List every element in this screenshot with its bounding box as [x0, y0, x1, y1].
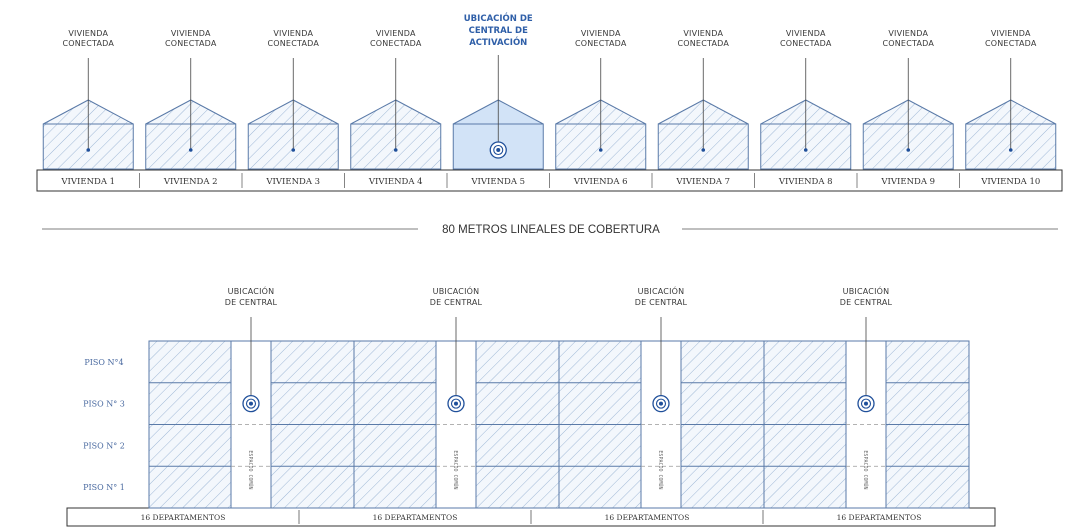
house-name: VIVIENDA 8: [778, 177, 833, 187]
coverage-label: 80 METROS LINEALES DE COBERTURA: [442, 224, 660, 236]
central-dot: [864, 401, 868, 406]
central-label-line2: DE CENTRAL: [840, 298, 893, 307]
house-name: VIVIENDA 6: [573, 177, 628, 187]
departments-label: 16 DEPARTAMENTOS: [373, 513, 458, 522]
house-name: VIVIENDA 7: [675, 177, 730, 187]
departments-label: 16 DEPARTAMENTOS: [837, 513, 922, 522]
building-block-1: UBICACIÓN DE CENTRAL ESPACIO COMÚN 16 DEPAR…: [141, 285, 355, 522]
central-dot: [496, 148, 501, 152]
building-section: UBICACIÓN DE CENTRAL ESPACIO COMÚN 16 DEPAR…: [66, 285, 996, 527]
house-label-line2: CONECTADA: [165, 39, 217, 48]
house-label-line2: CONECTADA: [575, 39, 627, 48]
floor-label-4: PISO N°4: [84, 358, 123, 367]
central-dot: [454, 401, 458, 406]
floor-label-1: PISO N° 1: [83, 483, 125, 492]
house-label-line2: CONECTADA: [370, 39, 422, 48]
central-label-line2: DE CENTRAL: [430, 298, 483, 307]
coverage-measure: 80 METROS LINEALES DE COBERTURA: [42, 224, 1058, 236]
building-block-2: UBICACIÓN DE CENTRAL ESPACIO COMÚN 16 DEPAR…: [353, 285, 560, 522]
house-label-line1: VIVIENDA: [273, 29, 313, 38]
central-label-line3: ACTIVACIÓN: [469, 36, 527, 48]
house-label-line2: CONECTADA: [62, 39, 114, 48]
house-label-line1: VIVIENDA: [68, 29, 108, 38]
house-label-line2: CONECTADA: [882, 39, 934, 48]
departments-label: 16 DEPARTAMENTOS: [141, 513, 226, 522]
central-label-line1: UBICACIÓN: [843, 285, 890, 296]
connection-dot: [291, 148, 296, 152]
central-ring-inner: [860, 398, 872, 409]
house-label-line2: CONECTADA: [677, 39, 729, 48]
corridor-label: ESPACIO COMÚN: [247, 450, 254, 489]
house-label-line2: CONECTADA: [985, 39, 1037, 48]
building-block-4: UBICACIÓN DE CENTRAL ESPACIO COMÚN 16 DEPAR…: [763, 285, 970, 522]
connection-dot: [1008, 148, 1013, 152]
connection-dot: [598, 148, 603, 152]
house-label-line1: VIVIENDA: [786, 29, 826, 38]
corridor-label: ESPACIO COMÚN: [862, 450, 869, 489]
house-label-line1: VIVIENDA: [888, 29, 928, 38]
house-label-line1: VIVIENDA: [171, 29, 211, 38]
central-label-line2: DE CENTRAL: [225, 298, 278, 307]
house-name: VIVIENDA 3: [265, 177, 320, 187]
house-label-line1: VIVIENDA: [683, 29, 723, 38]
connection-dot: [393, 148, 398, 152]
connection-dot: [86, 148, 91, 152]
house-label-line2: CONECTADA: [780, 39, 832, 48]
corridor-label: ESPACIO COMÚN: [452, 450, 459, 489]
departments-label: 16 DEPARTAMENTOS: [605, 513, 690, 522]
house-name: VIVIENDA 2: [163, 177, 218, 187]
central-label-line2: CENTRAL DE: [469, 26, 529, 36]
house-name: VIVIENDA 9: [880, 177, 935, 187]
house-name: VIVIENDA 1: [60, 177, 115, 187]
connection-dot: [906, 148, 911, 152]
house-label-line1: VIVIENDA: [376, 29, 416, 38]
central-ring-inner: [655, 398, 667, 409]
central-label-line1: UBICACIÓN: [228, 285, 275, 296]
building-block-3: UBICACIÓN DE CENTRAL ESPACIO COMÚN 16 DEPAR…: [558, 285, 765, 522]
floor-label-3: PISO N° 3: [83, 400, 125, 409]
central-dot: [659, 401, 663, 406]
central-ring-inner: [493, 144, 504, 156]
house-name: VIVIENDA 4: [368, 177, 423, 187]
connection-dot: [701, 148, 706, 152]
connection-dot: [803, 148, 808, 152]
house-label-line2: CONECTADA: [267, 39, 319, 48]
central-label-line1: UBICACIÓN: [433, 285, 480, 296]
house-label-line1: VIVIENDA: [991, 29, 1031, 38]
central-label-line1: UBICACIÓN: [638, 285, 685, 296]
house-label-line1: VIVIENDA: [581, 29, 621, 38]
central-ring-inner: [450, 398, 462, 409]
central-ring-inner: [245, 398, 257, 409]
central-label-line2: DE CENTRAL: [635, 298, 688, 307]
house-name: VIVIENDA 10: [980, 177, 1040, 187]
connection-dot: [188, 148, 193, 152]
corridor-label: ESPACIO COMÚN: [657, 450, 664, 489]
central-label-line1: UBICACIÓN DE: [464, 12, 533, 24]
central-dot: [249, 401, 253, 406]
house-name: VIVIENDA 5: [470, 177, 525, 187]
floor-label-2: PISO N° 2: [83, 441, 125, 450]
